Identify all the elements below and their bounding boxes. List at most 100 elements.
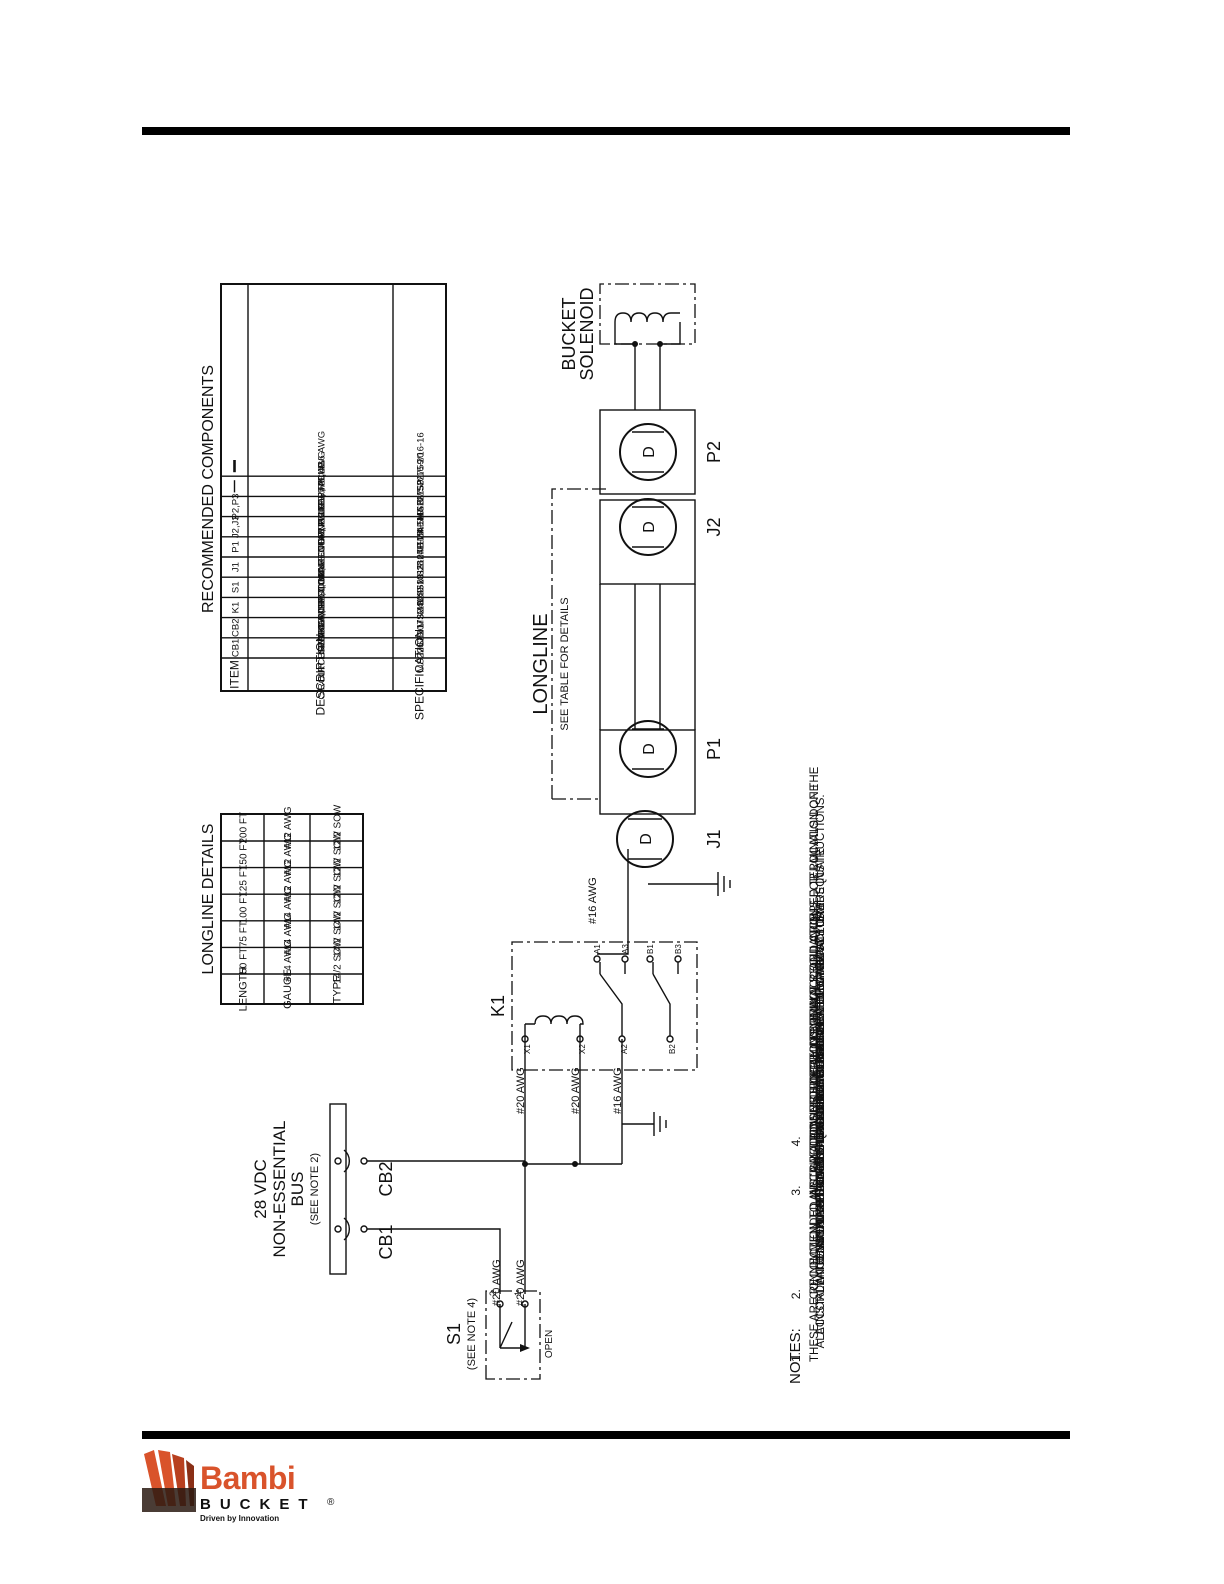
j2-label: J2 — [704, 517, 724, 536]
components-table-cell: MS22073-1 — [416, 623, 427, 672]
note-number: 3. — [789, 1186, 803, 1196]
longline-table-cell: 14/2 SOW — [333, 937, 344, 984]
s1-open-label: OPEN — [544, 1330, 555, 1358]
note-line: ALL INSTALLATIONS TO BE DONE BY QUALIFIE… — [815, 993, 827, 1348]
longline-header-cell: LENGTH — [238, 967, 250, 1012]
bambi-bucket-logo-mark-icon — [142, 1450, 196, 1512]
longline-details-title: LONGLINE DETAILS — [200, 824, 217, 975]
components-table-cell: P1 — [231, 541, 242, 553]
longline-label: LONGLINE — [530, 613, 552, 714]
s1-pin2-label: 2 — [488, 1291, 498, 1296]
longline-table-cell: 12/2 SOW — [333, 857, 344, 904]
components-table-cell: CB1 — [231, 639, 242, 657]
components-table-cell: S1 — [231, 581, 242, 593]
s1-note: (SEE NOTE 4) — [466, 1298, 478, 1370]
note-line: WITH LOCAL REGULATIONS. DO NOT CONNECT T… — [815, 905, 827, 1286]
k1-pin-b2: B2 — [668, 1044, 677, 1054]
svg-text:D: D — [641, 521, 658, 533]
cb2-label: CB2 — [376, 1161, 396, 1196]
bus-label-line3: BUS — [288, 1172, 307, 1207]
wire-gauge-labels: #20 AWG #20 AWG #20 AWG #20 AWG #16 AWG … — [491, 877, 624, 1306]
note-line: ACTUATION SWITCH. — [815, 1015, 827, 1132]
note-line: ALL GROUNDS, SOLDERED TERMINALS, AND CRI… — [809, 783, 821, 1195]
bus-label-line2: NON-ESSENTIAL — [270, 1121, 289, 1258]
components-table-cell: NEMA 5-15P — [416, 479, 427, 534]
components-table-cell: CB2 — [231, 618, 242, 636]
bambi-bucket-logo: Bambi BUCKET ® Driven by Innovation — [142, 1446, 342, 1526]
notes-heading: NOTES: — [787, 1328, 804, 1384]
k1-pin-a2: A2 — [620, 1044, 629, 1054]
longline-table-cell: 12/2 SOW — [333, 831, 344, 878]
logo-wordmark: Bambi — [200, 1460, 296, 1496]
components-table-cell: CONNECTOR, PLUG — [317, 460, 328, 552]
k1-pin-a3: A3 — [621, 944, 630, 954]
k1-relay: K1 X1 X2 A2 B2 A1 A3 B1 B3 — [488, 941, 698, 1071]
k1-pin-x2: X2 — [578, 1044, 587, 1054]
components-table-cell: MS22759/16-20 — [416, 452, 427, 520]
svg-text:D: D — [638, 833, 655, 845]
p1-connector: D P1 — [599, 720, 724, 815]
longline-table-cell: 125 FT — [239, 865, 250, 897]
k1-pin-a1: A1 — [593, 944, 602, 954]
components-table-cell: NEMA 5-15R — [416, 499, 427, 555]
wire-label-a2: #16 AWG — [612, 1067, 624, 1114]
longline-table-cell: #12 AWG — [283, 833, 294, 876]
longline-cable — [599, 584, 696, 730]
ground-symbol-main — [622, 1112, 667, 1136]
longline-table-cell: #14 AWG — [283, 939, 294, 982]
bus-label-line1: 28 VDC — [251, 1159, 270, 1219]
s1-pin1-label: 1 — [513, 1291, 523, 1296]
note-line: TO OPERATE THE SYSTEM. — [815, 1078, 827, 1231]
notes-block: NOTES: 1.THESE ARE RECOMMENDED INSTALLAT… — [787, 766, 827, 1384]
cb2-breaker-arc — [343, 1149, 350, 1173]
components-table-cell: J2,J3 — [231, 515, 242, 538]
wire-label-s1-b: #20 AWG — [515, 1259, 527, 1306]
longline-header-cell: TYPE — [332, 975, 344, 1004]
solenoid-coil — [614, 312, 680, 323]
components-table-cell: J1 — [231, 562, 242, 572]
components-table-cell: P2,P3 — [231, 494, 242, 520]
components-table-cell: MS22759/16-16 — [416, 432, 427, 500]
longline-table-cell: #12 AWG — [283, 806, 294, 849]
k1-pin-b3: B3 — [674, 944, 683, 954]
cb1-label: CB1 — [376, 1224, 396, 1259]
longline-table-cell: 75 FT — [239, 921, 250, 947]
components-table-cell: CIRCUIT BREAKER, 1A — [317, 596, 328, 700]
longline-table-cell: 200 FT — [239, 812, 250, 844]
components-header-cell: SPECIFICATION — [413, 629, 427, 720]
components-table-cell: MS24523-28 — [416, 560, 427, 614]
solenoid-label-line1: BUCKET — [559, 297, 579, 370]
power-bus: 28 VDC NON-ESSENTIAL BUS (SEE NOTE 2) CB… — [251, 1103, 396, 1275]
bus-note: (SEE NOTE 2) — [309, 1153, 321, 1225]
note-line: CONNECTION TO AIRCRAFT POWER SUPPLY DONE… — [809, 913, 821, 1299]
note-line: TO ANY AIRCRAFT BUS BAR THAT IS USED FOR… — [815, 911, 827, 1272]
longline-table-cell: #12 AWG — [283, 859, 294, 902]
note-line: ESSENTIAL LOADS. AMMEND THE AIRCRAFT ELE… — [815, 902, 827, 1258]
p2-connector: D P2 — [599, 409, 724, 495]
longline-bracket — [551, 488, 608, 800]
components-table-cell: CONNECTOR, RECEPTACLE — [317, 503, 328, 632]
j2-connector: D J2 — [599, 498, 724, 585]
svg-text:D: D — [641, 446, 658, 458]
longline-table-cell: #14 AWG — [283, 886, 294, 929]
components-table-cell: CONNECTOR, PLUG — [317, 501, 328, 593]
note-line: ACCORDANCE WITH APPLICABLE LOCAL REGULAT… — [815, 1019, 827, 1335]
k1-label: K1 — [488, 995, 508, 1017]
j1-connector: D J1 — [616, 810, 724, 868]
components-table-cell: CONNECTOR, RECEPTACLE — [317, 462, 328, 591]
longline-table-cell: 14/2 SOW — [333, 910, 344, 957]
note-number: 2. — [789, 1289, 803, 1299]
longline-table-cell: 12/2 SOW — [333, 804, 344, 851]
longline-table-cell: 100 FT — [239, 892, 250, 924]
wire-label-s1-a: #20 AWG — [491, 1259, 503, 1306]
components-table-cell: SWITCH, SPST, MOMENTARY — [317, 520, 328, 653]
k1-pin-x1: X1 — [523, 1044, 532, 1054]
components-header-cell: ITEM — [228, 660, 242, 689]
note-line: IN ACCORDANCE WITH AIRCRAFT MANUFACTURER… — [815, 794, 827, 1182]
longline-table-cell: 14/2 SOW — [333, 884, 344, 931]
ground-symbol-j1 — [693, 872, 731, 896]
logo-registered: ® — [327, 1497, 335, 1508]
